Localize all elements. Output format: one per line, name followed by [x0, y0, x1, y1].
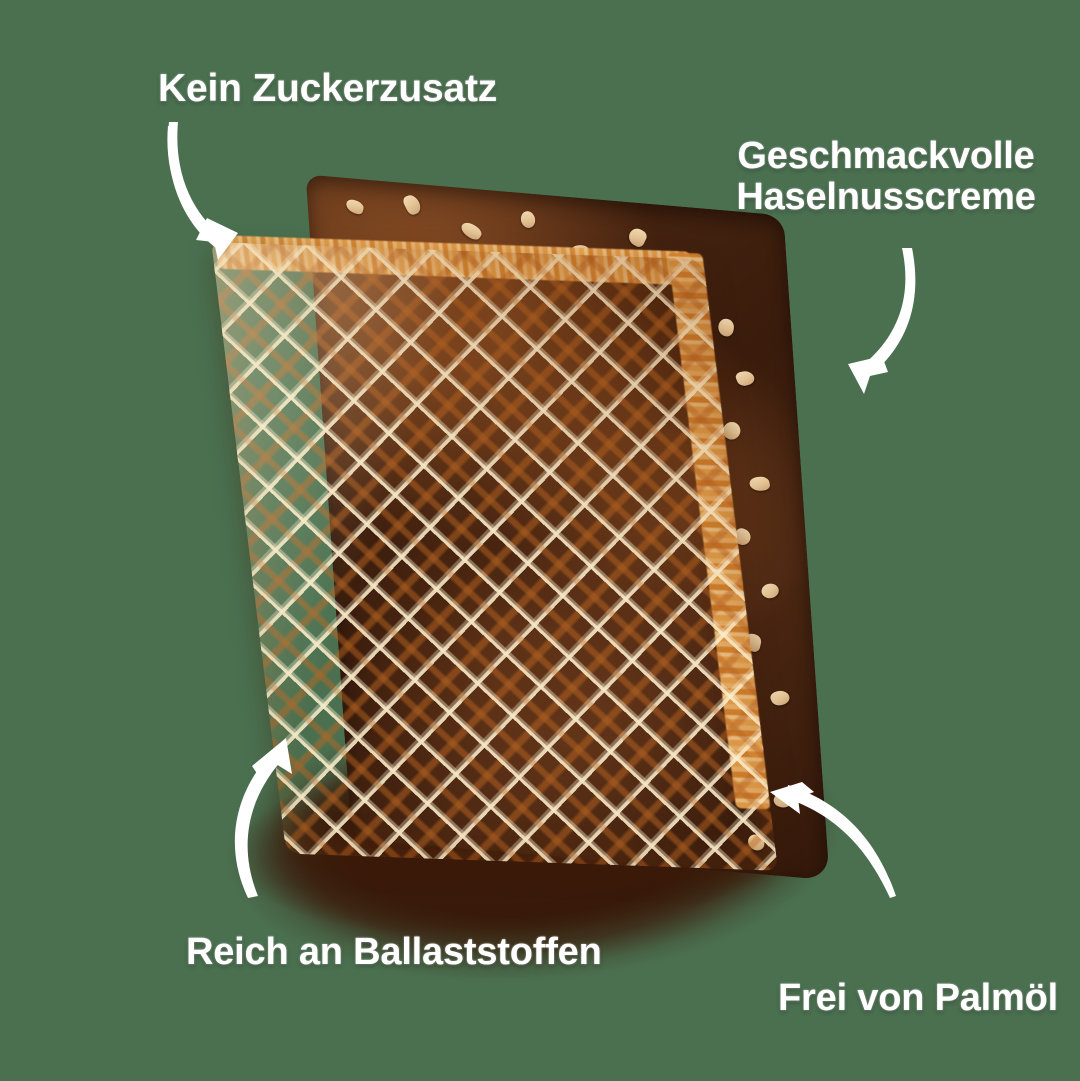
wafer-front-sheet — [211, 242, 778, 871]
hazelnut-chip — [626, 225, 649, 250]
hazelnut-chip — [520, 209, 536, 230]
hazelnut-chip — [758, 580, 782, 601]
callout-label-fibre: Reich an Ballaststoffen — [186, 930, 602, 973]
hazelnut-chip — [768, 688, 792, 708]
hazelnut-chip — [734, 369, 757, 388]
callout-label-palm-oil: Frei von Palmöl — [778, 976, 1058, 1019]
hazelnut-chip — [458, 219, 484, 243]
hazelnut-chip — [400, 193, 424, 217]
hazelnut-chip — [717, 316, 735, 339]
callout-label-hazelnut: Geschmackvolle Haselnusscreme — [736, 135, 1036, 219]
callout-label-no-sugar: Kein Zuckerzusatz — [158, 67, 498, 110]
wafer-biscuit — [210, 164, 850, 917]
hazelnut-chip — [344, 197, 365, 216]
hazelnut-chip — [748, 476, 772, 492]
hazelnut-chip — [771, 792, 794, 809]
